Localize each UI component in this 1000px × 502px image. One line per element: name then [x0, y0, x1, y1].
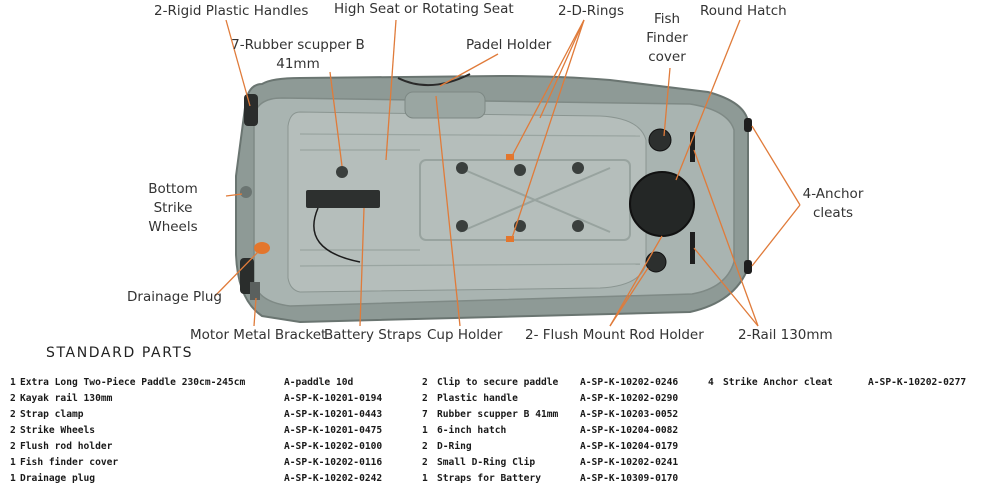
callout-rubber-scupper-line1: 7-Rubber scupper B — [231, 37, 365, 53]
callout-bottom-strike-line3: Wheels — [148, 219, 198, 235]
part-code: A-SP-K-10202-0116 — [284, 457, 383, 468]
part-name: Kayak rail 130mm — [20, 393, 113, 404]
part-code: A-SP-K-10202-0241 — [580, 457, 679, 468]
d-ring-2 — [506, 236, 514, 242]
callout-anchor-cleats-line2: cleats — [812, 205, 854, 221]
rubber-scuppers — [336, 162, 584, 232]
callout-fish-finder-line2: Finder — [646, 30, 688, 46]
drainage-plug — [254, 242, 270, 254]
part-name: D-Ring — [437, 441, 472, 452]
part-name: Strike Wheels — [20, 425, 96, 436]
battery-cable — [313, 207, 361, 263]
part-name: Straps for Battery — [437, 473, 541, 484]
part-code: A-SP-K-10201-0194 — [284, 393, 383, 404]
part-code: A-SP-K-10204-0082 — [580, 425, 679, 436]
anchor-cleat-2 — [744, 260, 752, 274]
callout-flush-rod-holder: 2- Flush Mount Rod Holder — [525, 327, 704, 343]
part-name: Clip to secure paddle — [437, 377, 559, 388]
motor-bracket — [250, 282, 260, 300]
callout-cup-holder: Cup Holder — [427, 327, 503, 343]
strike-wheel — [240, 186, 252, 198]
part-qty: 2 — [422, 441, 428, 452]
part-qty: 1 — [10, 473, 16, 484]
part-qty: 7 — [422, 409, 428, 420]
flush-rod-holder — [645, 251, 667, 273]
cockpit-well — [287, 111, 647, 293]
part-code: A-SP-K-10204-0179 — [580, 441, 679, 452]
part-code: A-SP-K-10309-0170 — [580, 473, 679, 484]
part-qty: 1 — [10, 457, 16, 468]
part-name: Small D-Ring Clip — [437, 457, 536, 468]
callout-round-hatch: Round Hatch — [700, 3, 787, 19]
boat-diagram — [214, 19, 801, 327]
part-code: A-SP-K-10202-0290 — [580, 393, 679, 404]
callout-battery-straps: Battery Straps — [324, 327, 422, 343]
anchor-cleat-1 — [744, 118, 752, 132]
part-name: Drainage plug — [20, 473, 96, 484]
callout-drainage-plug: Drainage Plug — [127, 289, 222, 305]
callout-bottom-strike-line1: Bottom — [148, 181, 198, 197]
callout-anchor-cleats: 4-Anchor cleats — [798, 185, 868, 223]
part-code: A-SP-K-10202-0100 — [284, 441, 383, 452]
standard-parts-title: STANDARD PARTS — [46, 345, 194, 361]
part-name: Rubber scupper B 41mm — [437, 409, 559, 420]
d-ring-1 — [506, 154, 514, 160]
part-code: A-SP-K-10201-0443 — [284, 409, 383, 420]
part-code: A-SP-K-10203-0052 — [580, 409, 679, 420]
part-code: A-paddle 10d — [284, 377, 354, 388]
rail-2 — [690, 232, 695, 264]
callout-rubber-scupper-line2: 41mm — [276, 56, 320, 72]
callout-fish-finder: Fish Finder cover — [644, 10, 690, 67]
part-name: Strike Anchor cleat — [723, 377, 833, 388]
leader-lines — [214, 19, 801, 327]
part-name: Flush rod holder — [20, 441, 113, 452]
callout-rail: 2-Rail 130mm — [738, 327, 833, 343]
part-qty: 2 — [10, 441, 16, 452]
callout-fish-finder-line3: cover — [648, 49, 686, 65]
part-name: Extra Long Two-Piece Paddle 230cm-245cm — [20, 377, 246, 388]
callout-bottom-strike: Bottom Strike Wheels — [142, 180, 204, 237]
paddle-holder-cord — [397, 73, 471, 87]
part-name: Plastic handle — [437, 393, 518, 404]
part-qty: 1 — [422, 425, 428, 436]
callout-motor-bracket: Motor Metal Bracket — [190, 327, 327, 343]
callout-rubber-scupper: 7-Rubber scupper B 41mm — [230, 36, 366, 74]
callout-padel-holder: Padel Holder — [466, 37, 552, 53]
rail-1 — [690, 132, 695, 162]
callout-anchor-cleats-line1: 4-Anchor — [802, 186, 864, 202]
part-qty: 2 — [10, 425, 16, 436]
part-name: 6-inch hatch — [437, 425, 507, 436]
part-qty: 2 — [422, 377, 428, 388]
callout-high-seat: High Seat or Rotating Seat — [334, 1, 514, 17]
rigid-handle-1 — [244, 94, 258, 126]
part-qty: 1 — [10, 377, 16, 388]
part-code: A-SP-K-10202-0246 — [580, 377, 679, 388]
part-qty: 2 — [10, 409, 16, 420]
round-hatch — [629, 171, 695, 237]
callout-rigid-handles: 2-Rigid Plastic Handles — [154, 3, 309, 19]
seat-area — [404, 91, 486, 119]
part-qty: 2 — [422, 457, 428, 468]
deck-ridges — [299, 133, 641, 267]
part-code: A-SP-K-10201-0475 — [284, 425, 383, 436]
battery-box — [306, 190, 380, 208]
fish-finder-cover — [648, 128, 672, 152]
callout-d-rings: 2-D-Rings — [558, 3, 625, 19]
part-qty: 2 — [422, 393, 428, 404]
part-qty: 2 — [10, 393, 16, 404]
part-qty: 1 — [422, 473, 428, 484]
part-code: A-SP-K-10202-0242 — [284, 473, 383, 484]
part-code: A-SP-K-10202-0277 — [868, 377, 967, 388]
part-qty: 4 — [708, 377, 714, 388]
callout-bottom-strike-line2: Strike — [153, 200, 193, 216]
part-name: Fish finder cover — [20, 457, 119, 468]
part-name: Strap clamp — [20, 409, 84, 420]
callout-fish-finder-line1: Fish — [653, 11, 681, 27]
